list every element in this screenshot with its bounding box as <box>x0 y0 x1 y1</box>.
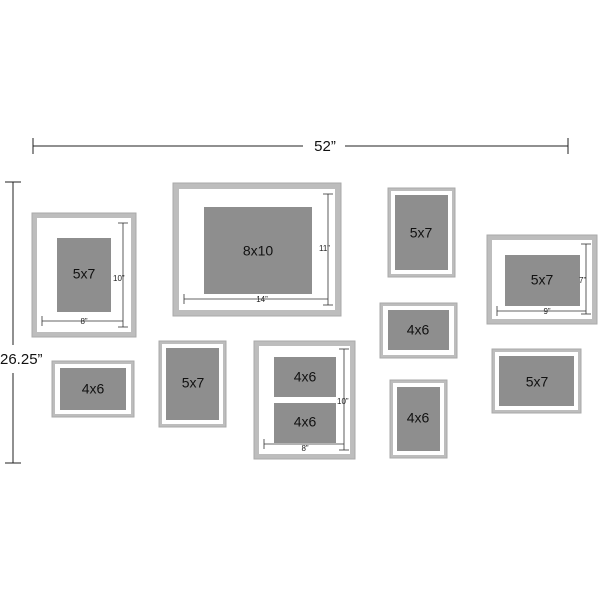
frame-label: 5x7 <box>531 272 554 288</box>
total-height-label: 26.25” <box>0 351 43 368</box>
svg-text:11”: 11” <box>319 244 330 253</box>
height-dimension: 10” <box>113 222 128 328</box>
frame-5x7-left: 5x7 10” 8” <box>31 212 137 338</box>
frame-5x7-center-left: 5x7 <box>158 340 227 428</box>
svg-text:8”: 8” <box>80 317 87 326</box>
frame-label: 4x6 <box>407 322 430 338</box>
total-width-dimension: 52” <box>32 138 569 155</box>
frame-label: 5x7 <box>526 374 549 390</box>
svg-text:8”: 8” <box>301 444 308 453</box>
width-dimension: 8” <box>41 316 123 326</box>
frame-label-bottom: 4x6 <box>294 414 317 430</box>
svg-text:9”: 9” <box>543 307 550 316</box>
frame-label: 5x7 <box>410 225 433 241</box>
frame-4x6-middle: 4x6 <box>379 302 458 359</box>
width-dimension: 8” <box>263 439 344 453</box>
frame-label: 4x6 <box>407 410 430 426</box>
width-dimension: 14” <box>183 294 328 304</box>
frame-label: 5x7 <box>182 375 205 391</box>
frame-double-4x6: 4x6 4x6 10” 8” <box>253 340 356 460</box>
frame-4x6-bottom: 4x6 <box>389 379 448 459</box>
svg-text:7”: 7” <box>579 276 586 285</box>
total-height-dimension: 26.25” <box>0 181 43 464</box>
svg-text:14”: 14” <box>256 295 268 304</box>
height-dimension: 7” <box>579 243 591 315</box>
frame-4x6-left: 4x6 <box>51 360 135 418</box>
frame-label: 5x7 <box>73 266 96 282</box>
width-dimension: 9” <box>496 306 586 316</box>
frame-5x7-bottom-right: 5x7 <box>491 348 582 414</box>
frame-5x7-right: 5x7 7” 9” <box>486 234 598 325</box>
height-dimension: 11” <box>319 193 333 306</box>
frame-5x7-top: 5x7 <box>387 187 456 278</box>
frame-label: 4x6 <box>82 381 105 397</box>
total-width-label: 52” <box>314 138 336 155</box>
svg-text:10”: 10” <box>337 397 349 406</box>
frame-label-top: 4x6 <box>294 369 317 385</box>
frame-label: 8x10 <box>243 243 274 259</box>
svg-text:10”: 10” <box>113 274 125 283</box>
height-dimension: 10” <box>337 348 349 451</box>
frame-8x10: 8x10 11” 14” <box>172 182 342 317</box>
